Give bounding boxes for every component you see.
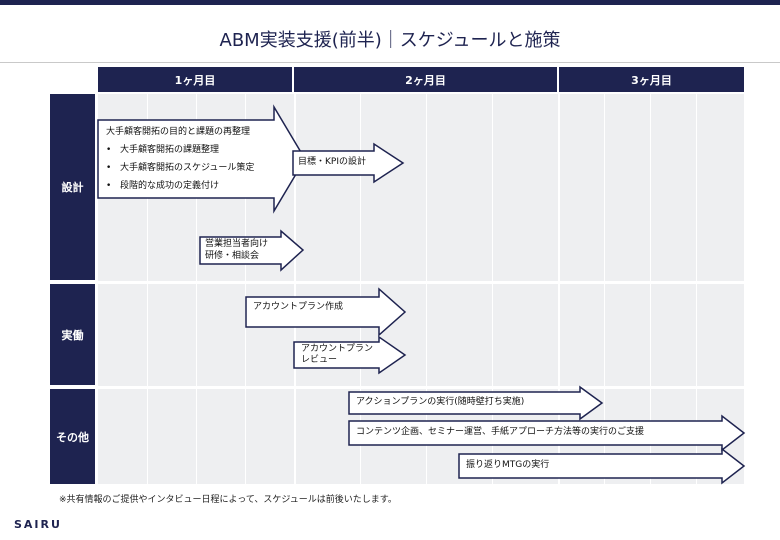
grid-row-divider: [98, 281, 744, 284]
grid-line: [245, 94, 246, 484]
footnote: ※共有情報のご提供やインタビュー日程によって、スケジュールは前後いたします。: [59, 495, 397, 505]
arrow-shape: [348, 414, 746, 452]
task-label: 営業担当者向け 研修・相談会: [205, 239, 269, 261]
arrow-shape: [245, 287, 407, 337]
month-header-3: 3ヶ月目: [559, 67, 744, 92]
grid-line: [147, 94, 148, 484]
grid-row-divider: [98, 386, 744, 389]
row-label-design: 設計: [50, 94, 95, 280]
task-title: 大手顧客開拓の目的と課題の再整理: [106, 127, 251, 137]
task-arrow-action-plan: アクションプランの実行(随時壁打ち実施): [348, 385, 604, 421]
page-title: ABM実装支援(前半)｜スケジュールと施策: [219, 30, 561, 51]
task-arrow-kpi-design: 目標・KPIの設計: [292, 142, 405, 184]
task-bullet: 大手顧客開拓のスケジュール策定: [106, 162, 254, 175]
grid-line: [196, 94, 197, 484]
arrow-shape: [199, 229, 305, 272]
task-arrow-sales-training: 営業担当者向け 研修・相談会: [199, 229, 305, 272]
grid-line: [604, 94, 605, 484]
task-label: 目標・KPIの設計: [298, 157, 366, 167]
grid-line: [558, 94, 560, 484]
row-label-other: その他: [50, 389, 95, 484]
top-accent-bar: [0, 0, 780, 5]
task-label: アクションプランの実行(随時壁打ち実施): [356, 397, 525, 407]
task-arrow-retrospective: 振り返りMTGの実行: [458, 447, 746, 485]
arrow-shape: [348, 385, 604, 421]
task-label: コンテンツ企画、セミナー運営、手紙アプローチ方法等の実行のご支援: [356, 427, 645, 437]
arrow-shape: [458, 447, 746, 485]
company-logo: SAIRU: [14, 518, 62, 531]
task-label: アカウントプラン作成: [253, 302, 344, 312]
month-header-2: 2ヶ月目: [294, 67, 557, 92]
grid-line: [650, 94, 651, 484]
row-label-execution: 実働: [50, 284, 95, 385]
month-header-1: 1ヶ月目: [98, 67, 292, 92]
arrow-shape: [292, 142, 405, 184]
grid-line: [294, 94, 296, 484]
task-arrow-account-plan-review: アカウントプラン レビュー: [293, 335, 407, 375]
grid-line: [492, 94, 493, 484]
title-divider: [0, 62, 780, 63]
task-arrow-content-support: コンテンツ企画、セミナー運営、手紙アプローチ方法等の実行のご支援: [348, 414, 746, 452]
task-arrow-objectives-review: 大手顧客開拓の目的と課題の再整理 大手顧客開拓の課題整理 大手顧客開拓のスケジュ…: [97, 104, 307, 214]
grid-line: [426, 94, 427, 484]
grid-line: [360, 94, 361, 484]
task-bullet: 大手顧客開拓の課題整理: [106, 144, 254, 157]
task-bullet: 段階的な成功の定義付け: [106, 180, 254, 193]
grid-line: [696, 94, 697, 484]
task-arrow-account-plan: アカウントプラン作成: [245, 287, 407, 337]
task-label: 振り返りMTGの実行: [466, 460, 550, 470]
arrow-shape: [293, 335, 407, 375]
task-label: アカウントプラン レビュー: [301, 344, 374, 365]
